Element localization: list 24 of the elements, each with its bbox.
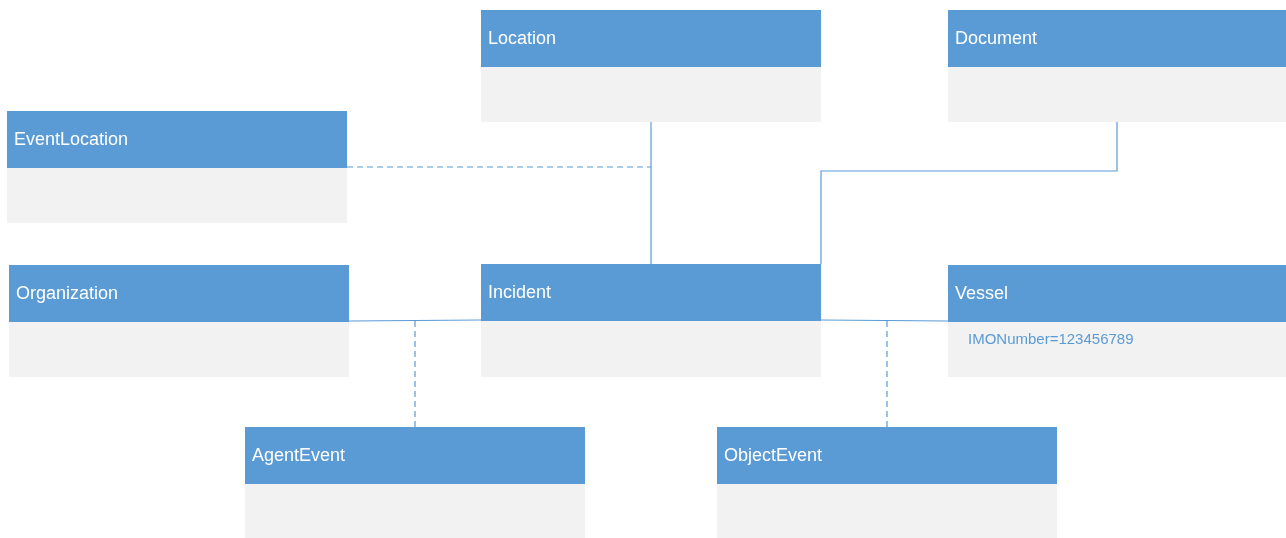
class-box: [481, 264, 821, 377]
class-name-header: Location: [481, 10, 821, 67]
connector-line: [650, 121, 652, 265]
class-box: [7, 111, 347, 223]
connector-line: [820, 319, 949, 322]
class-box: [481, 10, 821, 122]
class-name-header: Document: [948, 10, 1286, 67]
dashed-connector: [886, 320, 888, 428]
class-box: [245, 427, 585, 538]
connector-line: [820, 121, 1118, 265]
dashed-connector: [414, 320, 416, 428]
class-name-header: EventLocation: [7, 111, 347, 168]
class-box: [948, 10, 1286, 122]
class-name-header: Organization: [9, 265, 349, 322]
class-box: [9, 265, 349, 377]
class-name-header: Vessel: [948, 265, 1286, 322]
dashed-connector: [346, 166, 652, 168]
class-name-header: ObjectEvent: [717, 427, 1057, 484]
class-box: [948, 265, 1286, 377]
class-box: [717, 427, 1057, 538]
connector-line: [348, 319, 482, 322]
class-name-header: Incident: [481, 264, 821, 321]
attribute-text: IMONumber=123456789: [968, 330, 1134, 347]
class-name-header: AgentEvent: [245, 427, 585, 484]
